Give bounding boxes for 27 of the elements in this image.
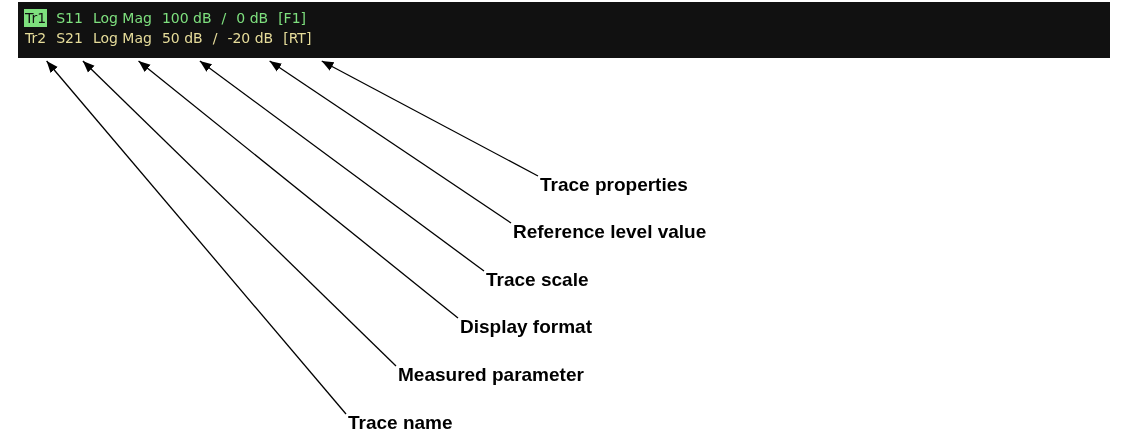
- callout-label: Trace name: [348, 412, 453, 434]
- trace-field: S11: [55, 9, 84, 27]
- trace-field: S21: [55, 29, 84, 47]
- trace-field: Tr2: [24, 29, 48, 47]
- callout-label: Measured parameter: [398, 364, 584, 386]
- callout-label: Display format: [460, 316, 592, 338]
- leader-line: [82, 60, 397, 367]
- status-bar: [18, 2, 1110, 58]
- trace-field: -20 dB: [226, 29, 275, 47]
- callout-label: Reference level value: [513, 221, 707, 243]
- trace-field: 0 dB: [235, 9, 270, 27]
- trace-field: Log Mag: [91, 9, 153, 27]
- trace-field: [F1]: [277, 9, 308, 27]
- trace-field: 100 dB: [160, 9, 213, 27]
- trace-field: [RT]: [282, 29, 313, 47]
- trace-field: /: [211, 29, 219, 47]
- callout-label: Trace properties: [540, 174, 688, 196]
- leader-line: [321, 60, 539, 177]
- leader-line: [137, 60, 459, 319]
- leader-line: [269, 60, 512, 224]
- callout-label: Trace scale: [486, 269, 589, 291]
- trace-field: Log Mag: [91, 29, 153, 47]
- leader-line: [45, 60, 347, 415]
- trace-tag: Tr1: [24, 9, 48, 27]
- leader-line: [199, 60, 485, 272]
- trace-field: 50 dB: [160, 29, 204, 47]
- trace-field: /: [220, 9, 228, 27]
